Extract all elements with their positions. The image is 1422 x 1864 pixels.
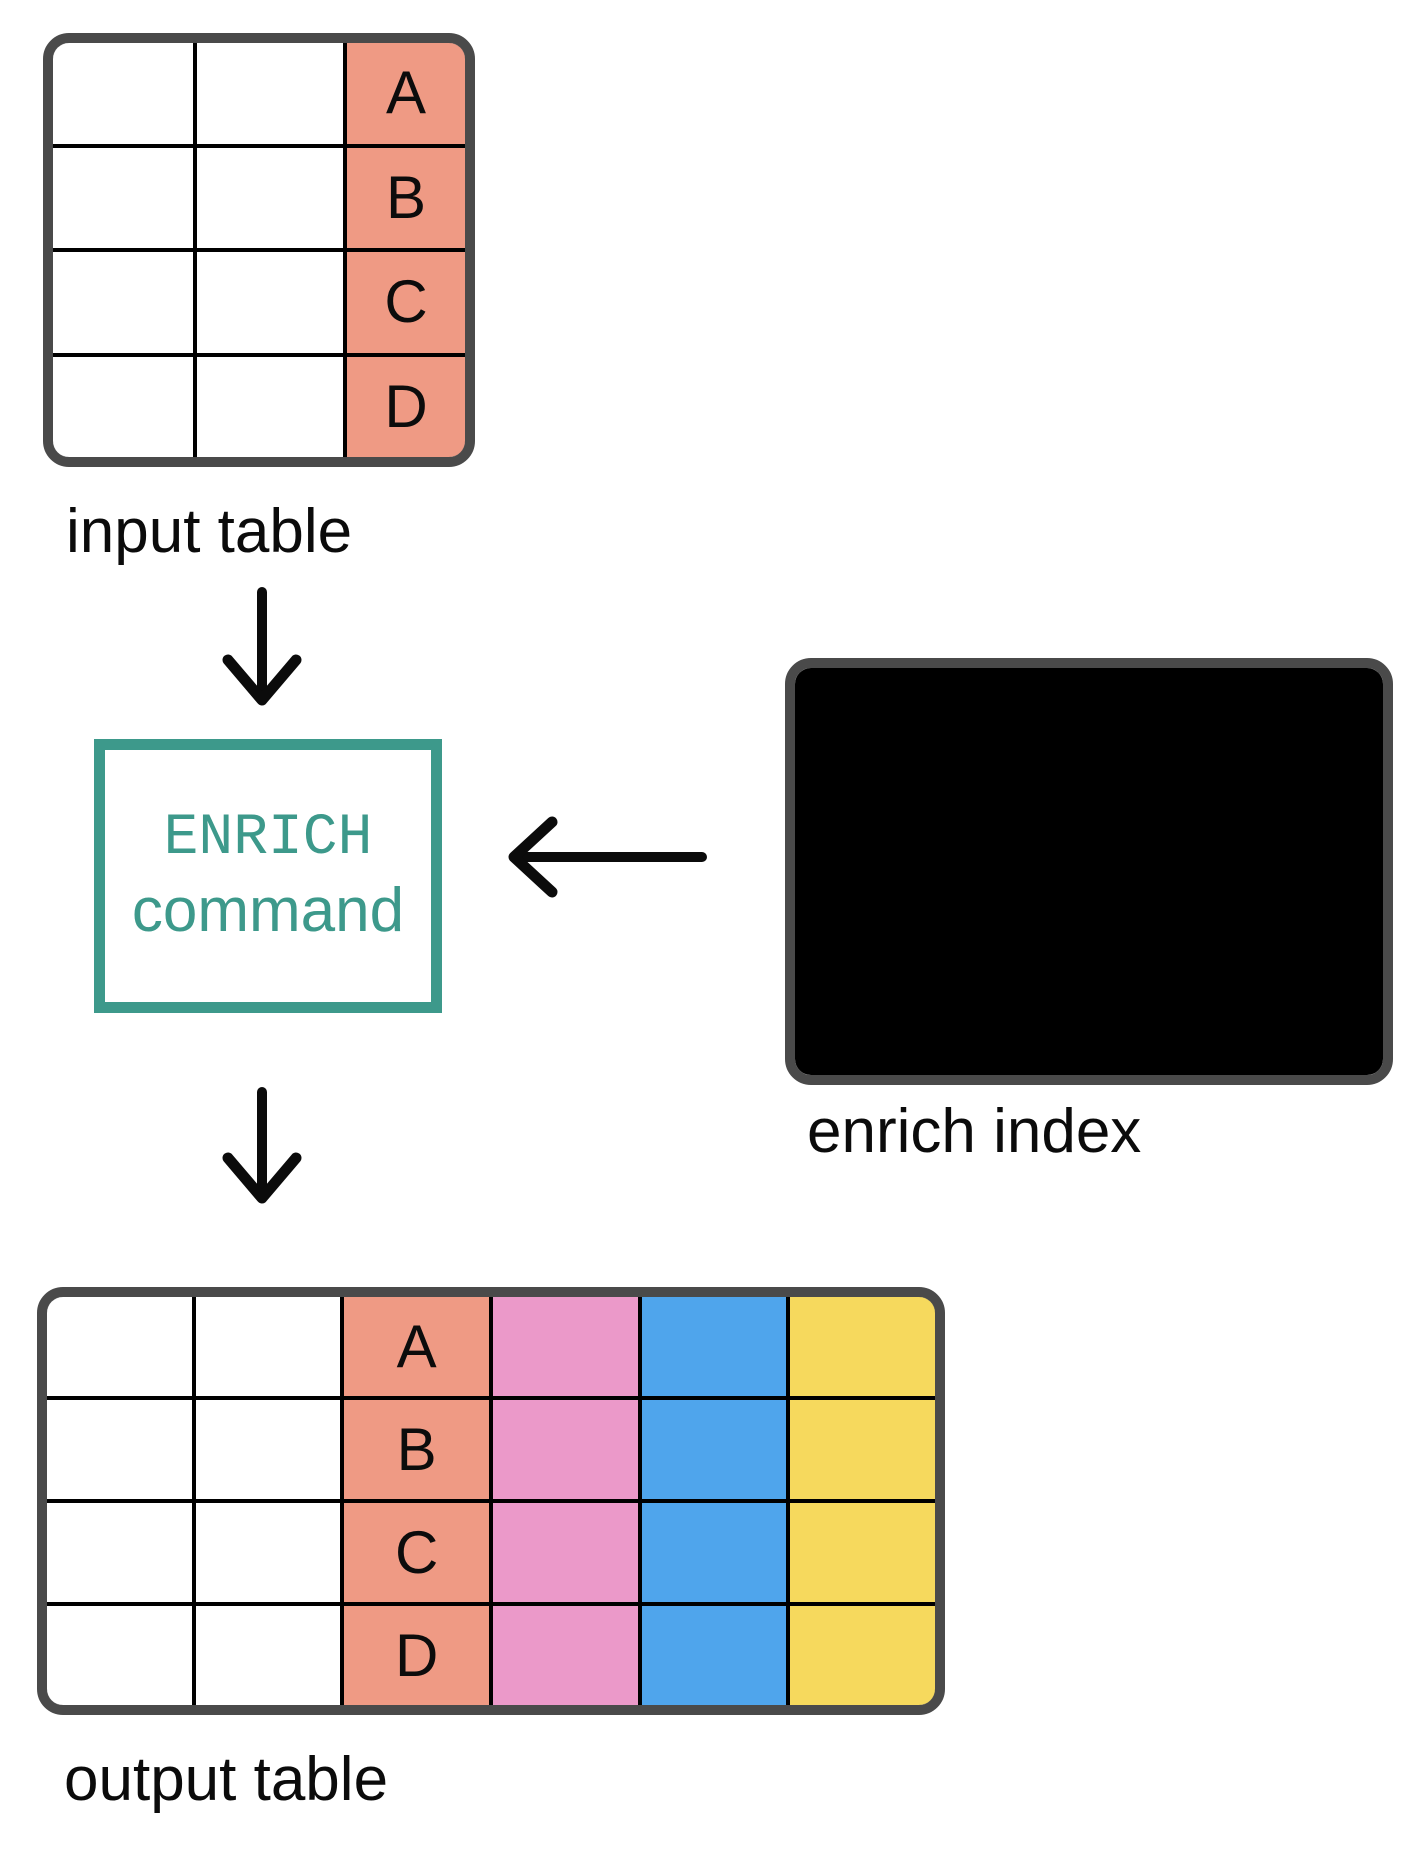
output-table-cell: [790, 1297, 935, 1396]
output-table-cell: [493, 1606, 638, 1705]
output-table-key-cell: D: [344, 1606, 489, 1705]
output-table-cell: [641, 1400, 787, 1499]
input-table-key-cell: D: [347, 356, 465, 457]
input-table-cell: [197, 252, 343, 353]
input-table-key-cell: A: [347, 43, 465, 144]
input-table-cell: [197, 356, 343, 457]
arrow-down-command-to-output-icon: [222, 1087, 302, 1204]
output-table-cell: [195, 1606, 341, 1705]
output-table-cell: [641, 1606, 787, 1705]
output-table-cell: [47, 1297, 192, 1396]
output-table-key-cell: B: [344, 1400, 489, 1499]
enrich-command-word: command: [131, 875, 405, 945]
output-table-cell: [493, 1297, 638, 1396]
arrow-down-input-to-command-icon: [222, 587, 302, 706]
enrich-index-label: enrich index: [807, 1097, 1142, 1166]
input-table-key-cell: B: [347, 147, 465, 248]
input-table-cell: [53, 356, 193, 457]
output-table-key-cell: C: [344, 1503, 489, 1602]
input-table-cell: [53, 43, 193, 144]
output-table-key-cell: A: [344, 1297, 489, 1396]
arrow-left-index-to-command-icon: [508, 816, 707, 898]
input-table-cell: [197, 147, 343, 248]
output-table-cell: [790, 1606, 935, 1705]
output-table-cell: [641, 1503, 787, 1602]
output-table-cell: [195, 1400, 341, 1499]
enrich-command-keyword: ENRICH: [163, 806, 373, 871]
output-table-cell: [493, 1503, 638, 1602]
output-table-cell: [493, 1400, 638, 1499]
output-table-cell: [641, 1297, 787, 1396]
output-table-label: output table: [64, 1745, 389, 1814]
enrich-command-box: ENRICH command: [94, 739, 442, 1013]
input-table-cell: [53, 147, 193, 248]
output-table-cell: [47, 1503, 192, 1602]
enrich-index-table: [785, 658, 1393, 1085]
output-table-cell: [47, 1606, 192, 1705]
output-table-cell: [790, 1400, 935, 1499]
output-table-cell: [790, 1503, 935, 1602]
input-table-label: input table: [66, 497, 353, 566]
input-table-key-cell: C: [347, 252, 465, 353]
output-table-cell: [195, 1297, 341, 1396]
output-table-cell: [47, 1400, 192, 1499]
output-table-cell: [195, 1503, 341, 1602]
input-table-cell: [53, 252, 193, 353]
input-table-cell: [197, 43, 343, 144]
